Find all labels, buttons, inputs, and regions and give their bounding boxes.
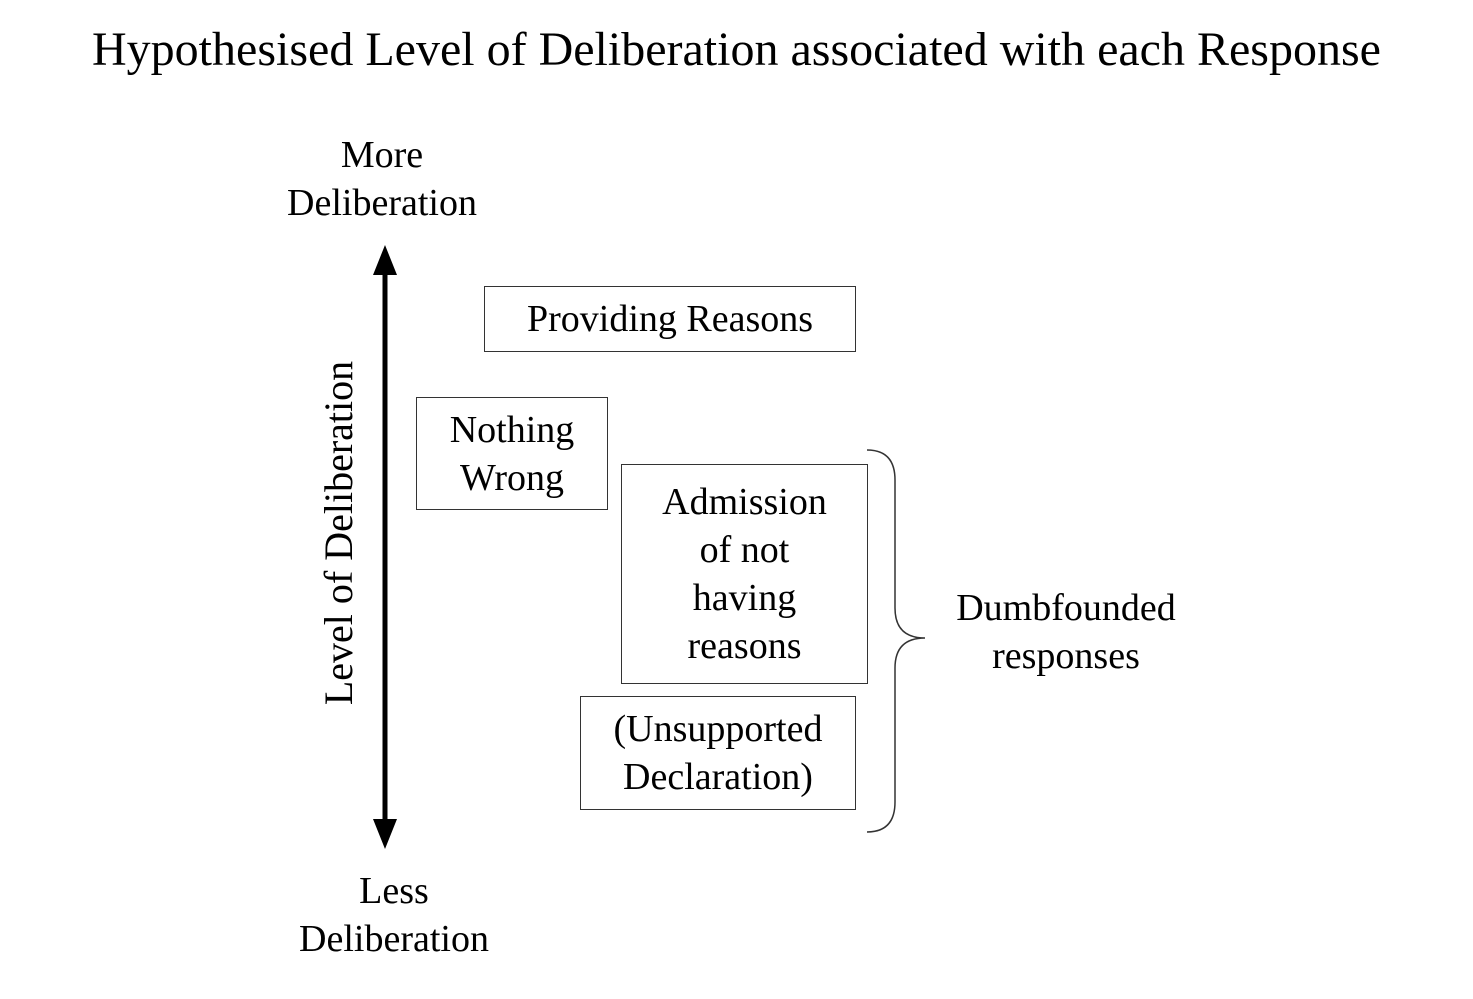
less-deliberation-line-2: Deliberation bbox=[299, 918, 489, 960]
curly-brace-icon bbox=[866, 449, 926, 833]
nothing-wrong-box: Nothing Wrong bbox=[416, 397, 608, 510]
admission-box: Admission of not having reasons bbox=[621, 464, 868, 684]
more-deliberation-line-1: More bbox=[340, 134, 424, 176]
diagram-title: Hypothesised Level of Deliberation assoc… bbox=[92, 23, 1381, 76]
less-deliberation-label: Less Deliberation bbox=[264, 867, 524, 963]
admission-line-2: of not bbox=[699, 529, 790, 571]
providing-reasons-text: Providing Reasons bbox=[526, 298, 814, 340]
arrow-head-up-icon bbox=[373, 245, 397, 275]
dumbfounded-line-2: responses bbox=[992, 635, 1140, 677]
providing-reasons-box: Providing Reasons bbox=[484, 286, 856, 352]
admission-line-3: having bbox=[692, 577, 797, 619]
admission-line-4: reasons bbox=[687, 625, 802, 667]
unsupported-declaration-box: (Unsupported Declaration) bbox=[580, 696, 856, 810]
unsupported-declaration-line-2: Declaration) bbox=[623, 756, 813, 798]
dumbfounded-line-1: Dumbfounded bbox=[956, 587, 1176, 629]
admission-line-1: Admission bbox=[662, 481, 827, 523]
arrow-head-down-icon bbox=[373, 819, 397, 849]
nothing-wrong-line-2: Wrong bbox=[460, 456, 564, 499]
unsupported-declaration-line-1: (Unsupported bbox=[613, 708, 823, 750]
more-deliberation-line-2: Deliberation bbox=[287, 182, 477, 224]
dumbfounded-responses-label: Dumbfounded responses bbox=[936, 584, 1196, 680]
more-deliberation-label: More Deliberation bbox=[252, 131, 512, 227]
less-deliberation-line-1: Less bbox=[359, 870, 429, 912]
nothing-wrong-line-1: Nothing bbox=[449, 408, 575, 451]
